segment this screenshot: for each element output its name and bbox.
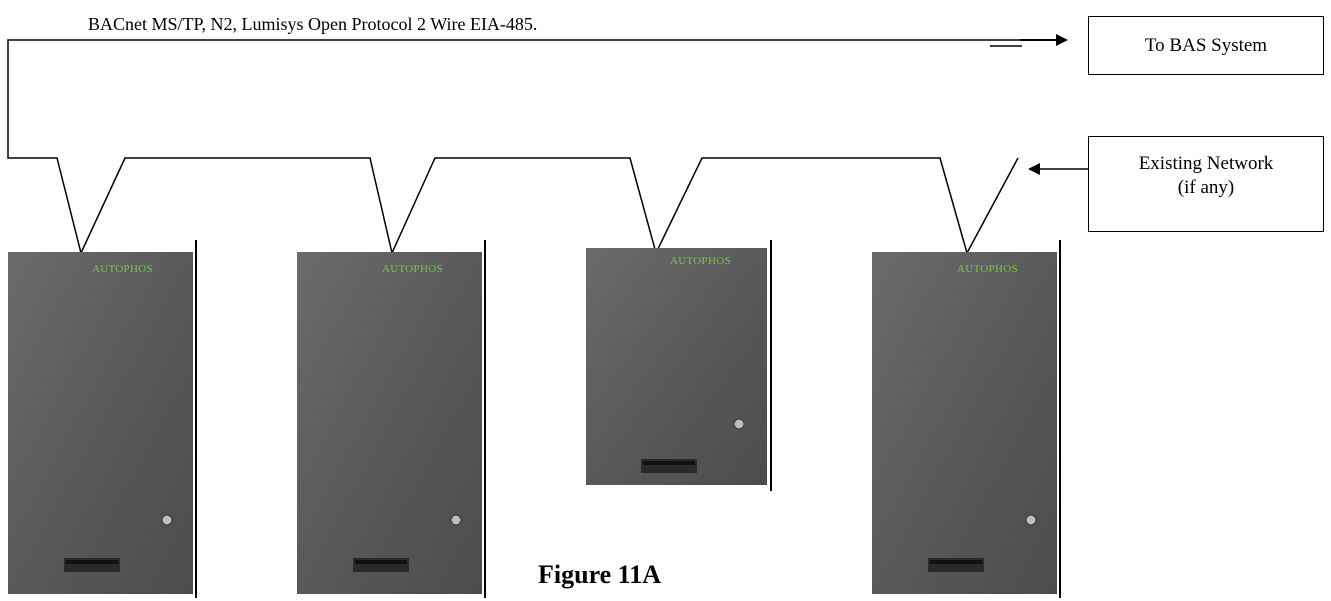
bas-system-box: To BAS System	[1088, 16, 1324, 75]
panel-4: AUTOPHOS	[872, 240, 1061, 598]
panel-2-brand: AUTOPHOS	[382, 263, 443, 275]
figure-caption: Figure 11A	[538, 560, 662, 589]
protocol-label: BACnet MS/TP, N2, Lumisys Open Protocol …	[88, 14, 538, 34]
panel-1-lock	[161, 514, 173, 526]
panel-1: AUTOPHOS	[8, 240, 197, 598]
panel-4-lock	[1025, 514, 1037, 526]
existing-network-sublabel: (if any)	[1177, 177, 1235, 198]
panel-1-body	[8, 252, 193, 594]
bas-system-label: To BAS System	[1144, 35, 1268, 56]
panel-3-brand: AUTOPHOS	[670, 255, 731, 267]
panel-3-body	[586, 248, 767, 485]
panel-1-brand: AUTOPHOS	[92, 263, 153, 275]
panel-2-lock	[450, 514, 462, 526]
panel-3: AUTOPHOS	[586, 240, 772, 491]
bus-wire	[7, 39, 1040, 256]
existing-network-box: Existing Network (if any)	[1088, 136, 1324, 232]
panel-4-brand: AUTOPHOS	[957, 263, 1018, 275]
panel-4-body	[872, 252, 1057, 594]
panel-3-lock	[733, 418, 745, 430]
panel-2-body	[297, 252, 482, 594]
panel-2: AUTOPHOS	[297, 240, 486, 598]
existing-network-label: Existing Network	[1138, 153, 1274, 174]
